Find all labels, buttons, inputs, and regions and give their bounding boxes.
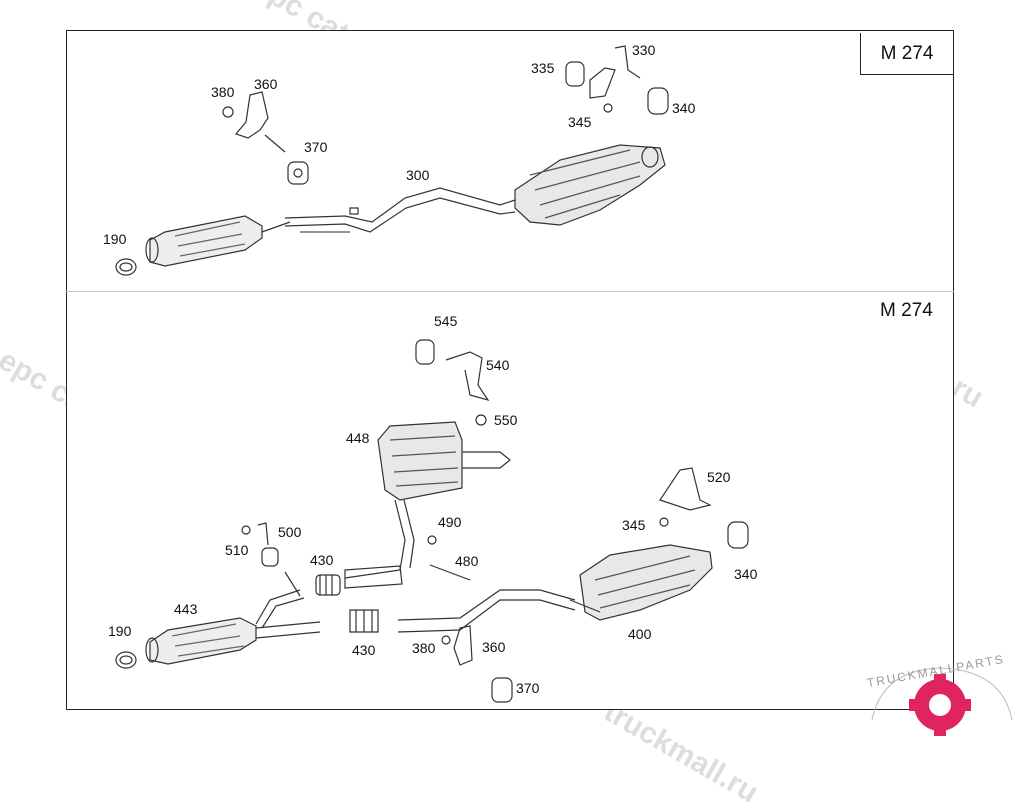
label-448: 448 <box>346 430 370 446</box>
pipe-300 <box>284 187 516 233</box>
pipe-front-480 <box>344 535 471 589</box>
label-430: 430 <box>310 552 334 568</box>
label-370: 370 <box>516 680 540 696</box>
gear-icon <box>909 674 971 736</box>
rear-pipe-400 <box>397 589 576 633</box>
clamp-190-bottom <box>115 651 137 669</box>
label-190: 190 <box>108 623 132 639</box>
label-480: 480 <box>455 553 479 569</box>
label-550: 550 <box>494 412 518 428</box>
label-490: 490 <box>438 514 462 530</box>
label-360: 360 <box>482 639 506 655</box>
label-300: 300 <box>406 167 430 183</box>
label-443: 443 <box>174 601 198 617</box>
hanger-360-top <box>222 91 309 185</box>
top-model-label: M 274 <box>860 33 953 75</box>
label-190: 190 <box>103 231 127 247</box>
label-520: 520 <box>707 469 731 485</box>
exhaust-parts-drawing <box>115 45 749 703</box>
label-330: 330 <box>632 42 656 58</box>
label-400: 400 <box>628 626 652 642</box>
label-335: 335 <box>531 60 555 76</box>
label-370: 370 <box>304 139 328 155</box>
diagram-frame <box>66 30 954 710</box>
panel-divider <box>66 291 954 292</box>
catalytic-converter-top <box>145 215 291 267</box>
rear-muffler-400 <box>569 544 713 621</box>
truckmallparts-logo: TRUCKMALLPARTS <box>862 652 1022 750</box>
clamp-190-top <box>115 258 137 276</box>
label-545: 545 <box>434 313 458 329</box>
label-380: 380 <box>211 84 235 100</box>
connector-430 <box>315 574 379 633</box>
bottom-model-label: M 274 <box>880 300 933 321</box>
hanger-540 <box>415 339 490 426</box>
hanger-520 <box>659 467 749 549</box>
front-muffler-448 <box>344 421 511 579</box>
label-540: 540 <box>486 357 510 373</box>
label-380: 380 <box>412 640 436 656</box>
catalytic-converter-443 <box>145 589 321 665</box>
hanger-500 <box>241 522 301 597</box>
label-340: 340 <box>734 566 758 582</box>
label-340: 340 <box>672 100 696 116</box>
label-430: 430 <box>352 642 376 658</box>
label-360: 360 <box>254 76 278 92</box>
label-345: 345 <box>568 114 592 130</box>
label-345: 345 <box>622 517 646 533</box>
rear-muffler-top <box>514 144 666 226</box>
label-510: 510 <box>225 542 249 558</box>
hanger-360-bottom <box>441 625 513 703</box>
label-500: 500 <box>278 524 302 540</box>
bracket-330-top <box>565 45 669 115</box>
